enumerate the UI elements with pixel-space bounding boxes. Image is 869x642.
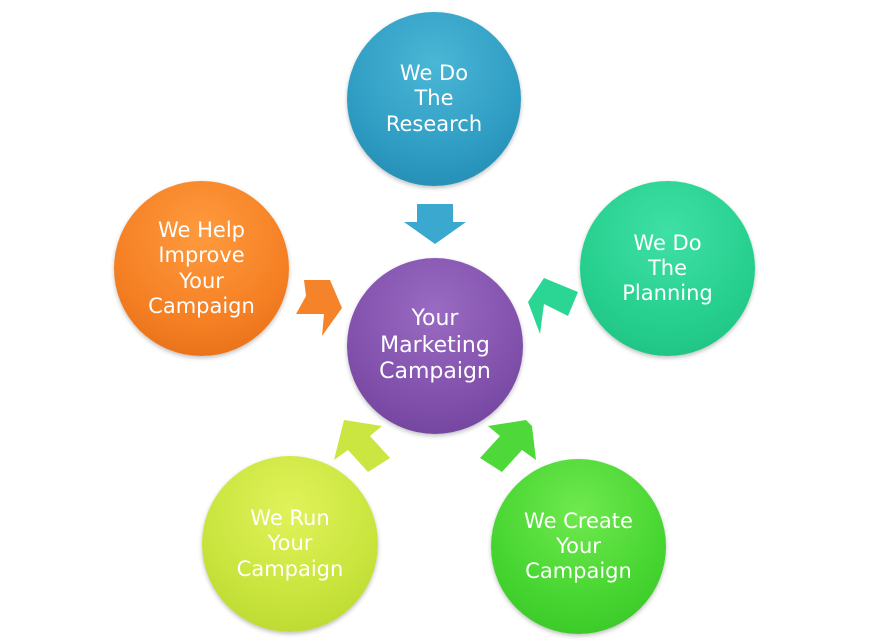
node-run-label: We Run Your Campaign bbox=[236, 506, 344, 581]
node-research-label: We Do The Research bbox=[385, 61, 483, 136]
node-planning-label: We Do The Planning bbox=[622, 230, 713, 306]
arrow-run-to-center bbox=[334, 420, 390, 472]
node-create: We Create Your Campaign bbox=[491, 459, 666, 634]
arrow-research-to-center bbox=[404, 204, 466, 244]
node-improve: We Help Improve Your Campaign bbox=[114, 181, 289, 356]
arrow-create-to-center bbox=[480, 420, 536, 472]
arrow-planning-to-center bbox=[528, 278, 578, 334]
node-run: We Run Your Campaign bbox=[202, 456, 378, 632]
node-center-label: Your Marketing Campaign bbox=[379, 306, 491, 385]
node-planning: We Do The Planning bbox=[580, 181, 755, 356]
arrow-improve-to-center bbox=[296, 280, 342, 336]
node-create-label: We Create Your Campaign bbox=[524, 508, 633, 584]
node-improve-label: We Help Improve Your Campaign bbox=[148, 218, 255, 318]
node-center: Your Marketing Campaign bbox=[347, 258, 523, 434]
node-research: We Do The Research bbox=[347, 12, 521, 186]
